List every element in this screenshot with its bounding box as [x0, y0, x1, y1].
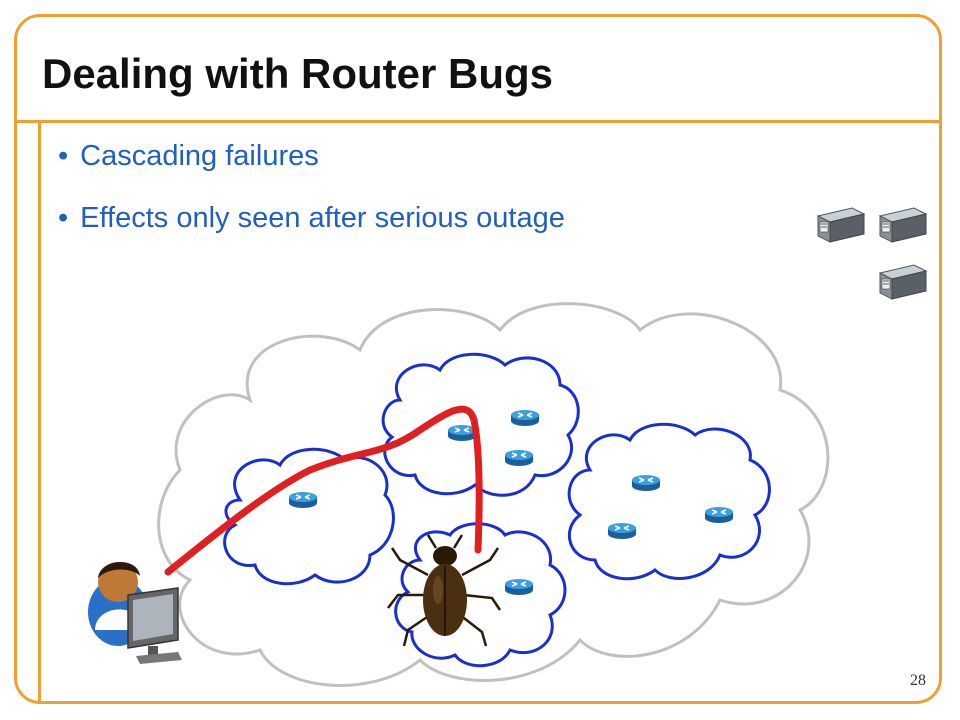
as-cloud-right [567, 422, 771, 581]
bullet-item: • Effects only seen after serious outage [58, 200, 565, 236]
slide-frame [14, 14, 942, 704]
bullet-list: • Cascading failures • Effects only seen a… [58, 138, 565, 262]
slide-title: Dealing with Router Bugs [42, 50, 554, 97]
router-icon [704, 506, 734, 524]
side-divider [38, 120, 41, 704]
bullet-dot: • [58, 140, 69, 172]
router-icon [288, 491, 318, 509]
failure-path [164, 405, 483, 576]
bullet-dot: • [58, 202, 69, 234]
router-icon [510, 409, 540, 427]
router-icon [607, 522, 637, 540]
page-number: 28 [910, 672, 926, 689]
router-icon [504, 578, 534, 596]
server-icon [879, 207, 927, 243]
title-divider [14, 120, 942, 123]
bullet-text: Cascading failures [80, 140, 319, 172]
as-cloud-left [223, 447, 395, 586]
server-icon [879, 264, 927, 300]
user-computer-icon [88, 561, 182, 664]
beetle-bug-icon [387, 534, 502, 647]
server-icon [817, 207, 865, 243]
bullet-text: Effects only seen after serious outage [80, 202, 565, 234]
bullet-item: • Cascading failures [58, 138, 565, 174]
router-icon [631, 474, 661, 492]
router-icon [504, 449, 534, 467]
